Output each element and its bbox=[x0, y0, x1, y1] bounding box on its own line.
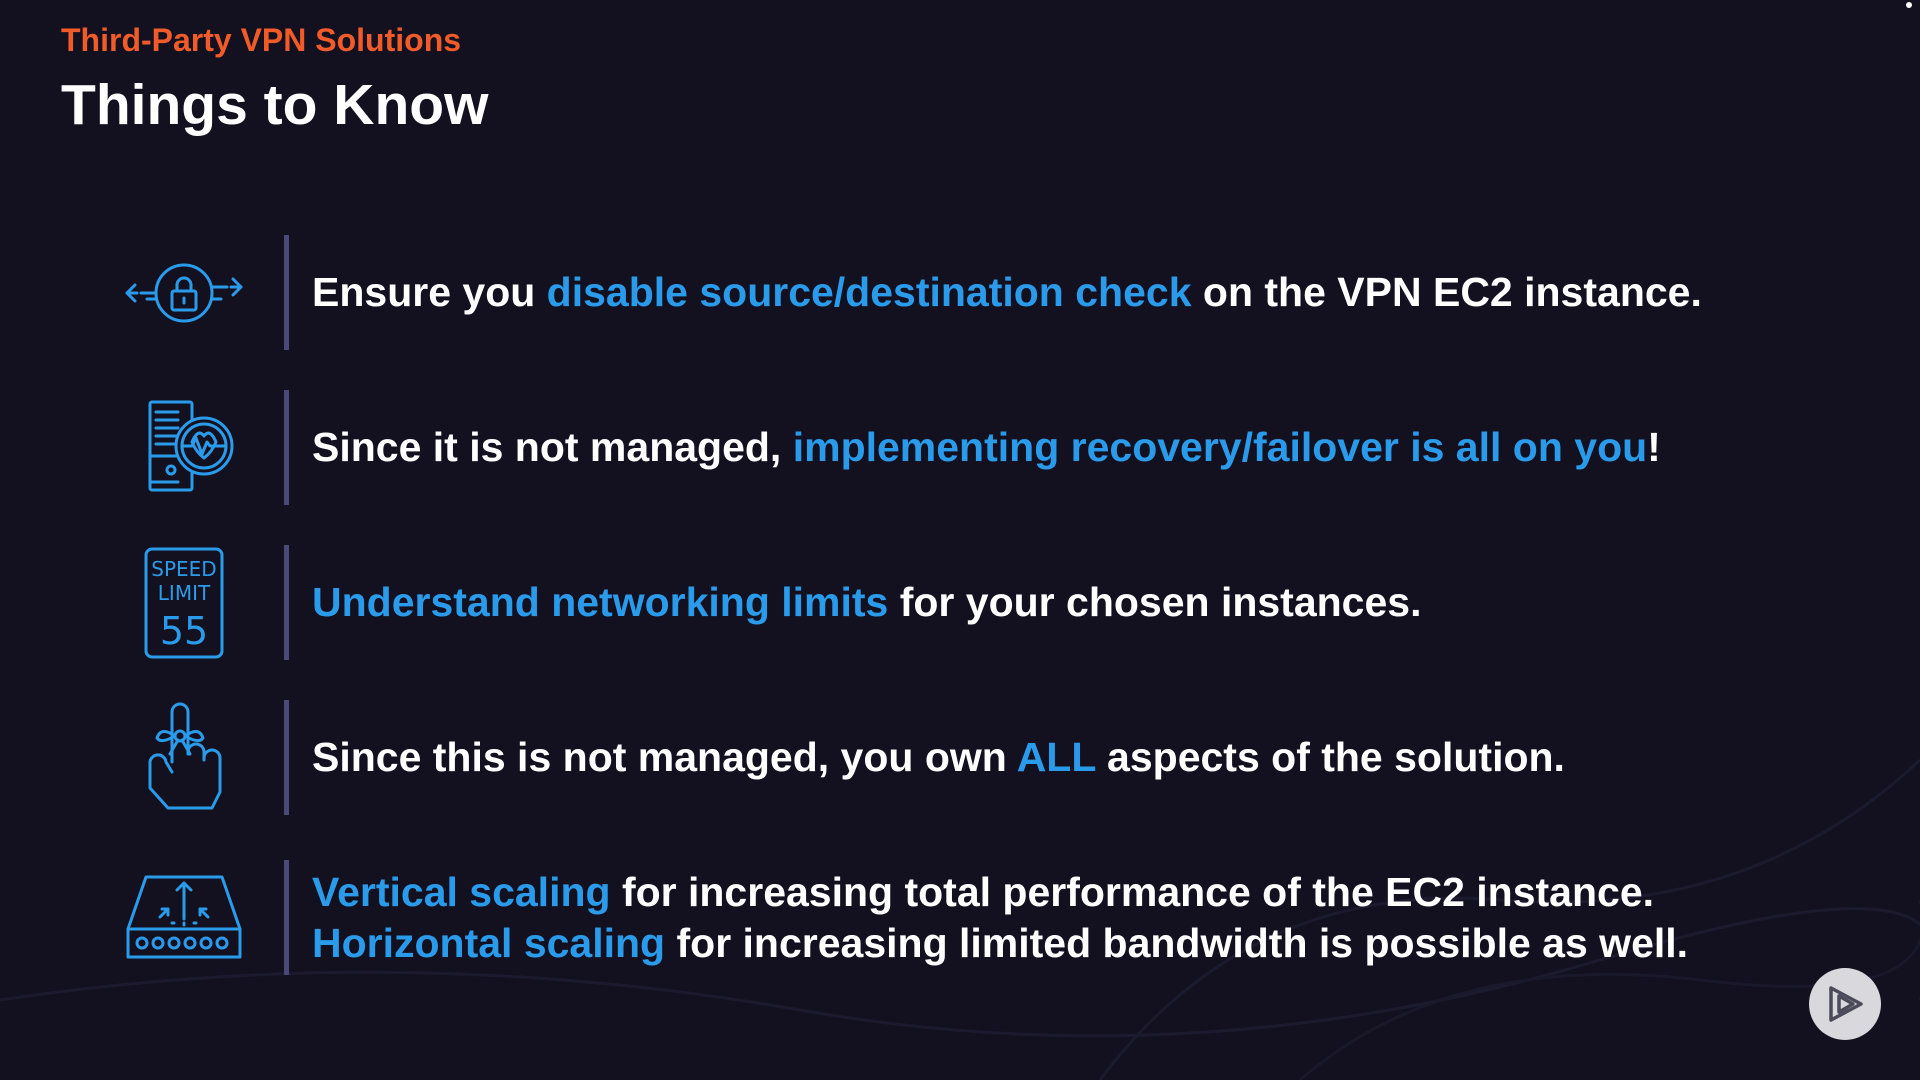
highlight-text: disable source/destination check bbox=[546, 269, 1192, 315]
svg-text:LIMIT: LIMIT bbox=[158, 581, 211, 605]
highlight-text: Vertical scaling bbox=[312, 868, 611, 915]
svg-text:55: 55 bbox=[160, 609, 208, 653]
highlight-text: Horizontal scaling bbox=[312, 919, 666, 966]
finger-string-reminder-icon bbox=[120, 700, 248, 815]
item-line: Horizontal scaling for increasing limite… bbox=[312, 919, 1689, 966]
list-item: Ensure you disable source/destination ch… bbox=[120, 235, 1820, 350]
svg-text:SPEED: SPEED bbox=[151, 557, 216, 581]
item-line: Since it is not managed, implementing re… bbox=[312, 424, 1661, 470]
item-divider bbox=[284, 390, 289, 505]
item-text: Since this is not managed, you own ALL a… bbox=[312, 700, 1565, 815]
item-text: Ensure you disable source/destination ch… bbox=[312, 235, 1702, 350]
slide-subtitle: Third-Party VPN Solutions bbox=[61, 22, 462, 58]
list-item: Vertical scaling for increasing total pe… bbox=[120, 860, 1820, 975]
list-item: Since this is not managed, you own ALL a… bbox=[120, 700, 1820, 815]
item-divider bbox=[284, 860, 289, 975]
item-divider bbox=[284, 545, 289, 660]
corner-indicator-dot bbox=[1906, 2, 1912, 8]
play-icon bbox=[1829, 986, 1863, 1022]
slide-title: Things to Know bbox=[61, 73, 489, 137]
list-item: Since it is not managed, implementing re… bbox=[120, 390, 1820, 505]
item-line: Since this is not managed, you own ALL a… bbox=[312, 734, 1565, 780]
highlight-text: implementing recovery/failover is all on… bbox=[792, 424, 1648, 470]
speed-limit-sign-icon: SPEED LIMIT 55 bbox=[120, 545, 248, 660]
highlight-text: ALL bbox=[1016, 734, 1096, 780]
list-item: SPEED LIMIT 55 Understand networking lim… bbox=[120, 545, 1820, 660]
server-heartbeat-icon bbox=[120, 390, 248, 505]
item-text: Since it is not managed, implementing re… bbox=[312, 390, 1661, 505]
item-text: Vertical scaling for increasing total pe… bbox=[312, 860, 1688, 975]
item-line: Ensure you disable source/destination ch… bbox=[312, 269, 1702, 315]
lock-arrows-icon bbox=[120, 235, 248, 350]
scaling-device-icon bbox=[120, 860, 248, 975]
play-button[interactable] bbox=[1809, 968, 1881, 1040]
item-divider bbox=[284, 235, 289, 350]
item-line: Vertical scaling for increasing total pe… bbox=[312, 868, 1655, 915]
item-line: Understand networking limits for your ch… bbox=[312, 579, 1422, 625]
item-text: Understand networking limits for your ch… bbox=[312, 545, 1421, 660]
highlight-text: Understand networking limits bbox=[312, 579, 889, 625]
item-divider bbox=[284, 700, 289, 815]
